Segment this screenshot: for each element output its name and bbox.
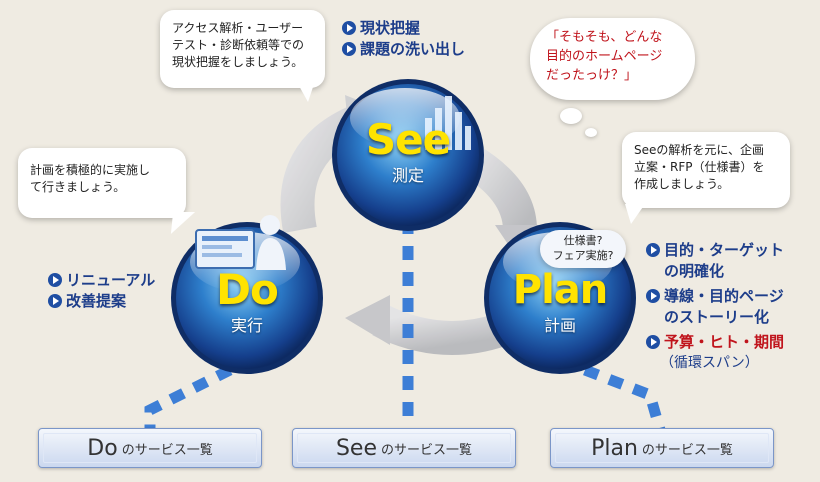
arrow-right-icon [646,335,660,349]
arrow-right-icon [342,42,356,56]
plan-label: Plan 計画 [512,267,609,335]
do-speech-bubble: 計画を積極的に実施し て行きましょう。 [18,148,186,218]
cycle-span-note: （循環スパン） [660,355,759,371]
thought-dot [560,108,582,124]
arrow-right-icon [646,243,660,257]
arrow-right-icon [342,21,356,35]
see-bullet-list: 現状把握 課題の洗い出し [342,18,465,60]
do-bullet-list: リニューアル 改善提案 [48,270,155,312]
list-item: 目的・ターゲットの明確化 [646,240,784,282]
list-item: リニューアル [48,270,155,291]
presenter-icon [195,215,286,270]
see-bubble-tail [298,84,314,102]
arrow-right-icon [646,289,660,303]
list-item: 改善提案 [48,291,155,312]
do-services-button[interactable]: Do のサービス一覧 [38,428,262,468]
plan-bullet-list: 目的・ターゲットの明確化 導線・目的ページのストーリー化 予算・ヒト・期間 （循… [646,240,784,374]
dashed-connectors [144,220,666,432]
plan-speech-bubble: Seeの解析を元に、企画 立案・RFP（仕様書）を 作成しましょう。 [622,132,790,208]
plan-bubble-tail [625,204,645,224]
list-item: 予算・ヒト・期間 [646,332,784,353]
see-sphere [332,79,484,231]
see-label: See 測定 [365,115,451,186]
do-sphere [171,215,323,374]
plan-services-button[interactable]: Plan のサービス一覧 [550,428,774,468]
see-services-button[interactable]: See のサービス一覧 [292,428,516,468]
list-item: 導線・目的ページのストーリー化 [646,286,784,328]
list-item: 現状把握 [342,18,465,39]
do-label: Do 実行 [216,265,279,336]
see-speech-bubble: アクセス解析・ユーザー テスト・診断依頼等での 現状把握をしましょう。 [160,10,325,88]
list-item: 課題の洗い出し [342,39,465,60]
plan-question-tag: 仕様書? フェア実施? [540,230,626,268]
bar-graph-icon [425,96,471,150]
arrow-right-icon [48,273,62,287]
thought-bubble: 「そもそも、どんな 目的のホームページ だったっけ？」 [530,18,695,100]
arrow-right-icon [48,294,62,308]
thought-dot [585,128,597,137]
